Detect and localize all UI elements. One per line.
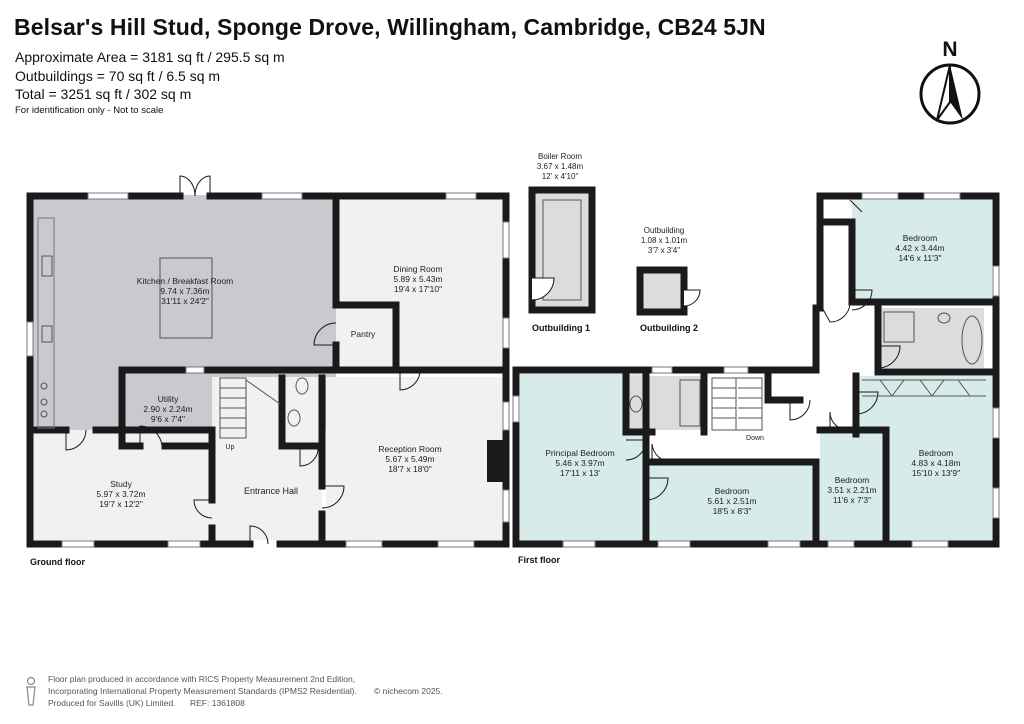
bedroom-3-name: Bedroom	[715, 486, 750, 496]
bedroom-2-name: Bedroom	[903, 233, 938, 243]
bedroom-2-metric: 4.42 x 3.44m	[895, 243, 944, 253]
bedroom-5-metric: 4.83 x 4.18m	[911, 458, 960, 468]
outbuildings-area: Outbuildings = 70 sq ft / 6.5 sq m	[15, 68, 221, 84]
kitchen-name: Kitchen / Breakfast Room	[137, 276, 233, 286]
outbuilding-1-plan: Boiler Room 3.67 x 1.48m 12' x 4'10" Out…	[528, 152, 596, 333]
approximate-area: Approximate Area = 3181 sq ft / 295.5 sq…	[15, 49, 285, 65]
disclaimer: For identification only - Not to scale	[15, 105, 164, 116]
property-title: Belsar's Hill Stud, Sponge Drove, Willin…	[14, 14, 766, 40]
outbuilding-1-label: Outbuilding 1	[532, 323, 590, 333]
kitchen-metric: 9.74 x 7.36m	[160, 286, 209, 296]
bedroom-3-imperial: 18'5 x 8'3"	[713, 506, 752, 516]
outbuilding-name: Outbuilding	[644, 226, 684, 235]
study-name: Study	[110, 479, 132, 489]
boiler-room-name: Boiler Room	[538, 152, 582, 161]
outbuilding-imperial: 3'7 x 3'4"	[648, 246, 680, 255]
principal-bedroom-metric: 5.46 x 3.97m	[555, 458, 604, 468]
utility-name: Utility	[158, 394, 180, 404]
boiler-room-imperial: 12' x 4'10"	[542, 172, 579, 181]
reception-metric: 5.67 x 5.49m	[385, 454, 434, 464]
outbuilding-2-plan: Outbuilding 1.08 x 1.01m 3'7 x 3'4" Outb…	[636, 226, 701, 333]
kitchen-imperial: 31'11 x 24'2"	[161, 296, 209, 306]
kitchen-island	[159, 257, 213, 339]
total-area: Total = 3251 sq ft / 302 sq m	[15, 86, 192, 102]
hall-fill	[212, 377, 322, 540]
utility-metric: 2.90 x 2.24m	[143, 404, 192, 414]
first-stairs-label: Down	[746, 435, 764, 442]
boiler-room-metric: 3.67 x 1.48m	[537, 162, 584, 171]
bedroom-5-name: Bedroom	[919, 448, 954, 458]
first-floor-label: First floor	[518, 555, 560, 565]
reception-name: Reception Room	[378, 444, 441, 454]
utility-imperial: 9'6 x 7'4"	[151, 414, 185, 424]
bedroom-2-imperial: 14'6 x 11'3"	[899, 253, 942, 263]
footer-ref: REF: 1361808	[190, 698, 245, 708]
reception-fill	[326, 377, 504, 540]
entrance-hall-name: Entrance Hall	[244, 486, 298, 496]
pantry-name: Pantry	[351, 329, 376, 339]
principal-bedroom-name: Principal Bedroom	[545, 448, 614, 458]
outbuilding-metric: 1.08 x 1.01m	[641, 236, 688, 245]
ground-floor-plan: Kitchen / Breakfast Room 9.74 x 7.36m 31…	[26, 175, 510, 567]
study-metric: 5.97 x 3.72m	[96, 489, 145, 499]
ground-stairs	[219, 377, 281, 439]
footer-line-3: Produced for Savills (UK) Limited.	[48, 698, 176, 708]
dining-name: Dining Room	[393, 264, 442, 274]
study-imperial: 19'7 x 12'2"	[99, 499, 143, 509]
first-stairs	[711, 377, 763, 431]
person-scale-icon	[26, 676, 36, 706]
bedroom-5-imperial: 15'10 x 13'9"	[912, 468, 960, 478]
bedroom-4-name: Bedroom	[835, 475, 870, 485]
reception-imperial: 18'7 x 18'0"	[388, 464, 432, 474]
dining-metric: 5.89 x 5.43m	[393, 274, 442, 284]
compass-label: N	[942, 38, 957, 61]
first-floor-plan: Bedroom 4.42 x 3.44m 14'6 x 11'3" Princi…	[512, 192, 1000, 565]
ground-stairs-label: Up	[226, 444, 235, 451]
principal-bedroom-imperial: 17'11 x 13'	[560, 468, 600, 478]
ground-floor-label: Ground floor	[30, 557, 85, 567]
footer-line-1: Floor plan produced in accordance with R…	[48, 674, 356, 684]
bedroom-4-imperial: 11'6 x 7'3"	[833, 495, 871, 505]
north-arrow-icon: N	[919, 38, 981, 125]
footer-copyright: © nichecom 2025.	[374, 686, 443, 696]
bedroom-3-metric: 5.61 x 2.51m	[707, 496, 756, 506]
outbuilding-2-label: Outbuilding 2	[640, 323, 698, 333]
dining-imperial: 19'4 x 17'10"	[394, 284, 442, 294]
pantry-fill	[336, 305, 396, 373]
footer-line-2: Incorporating International Property Mea…	[48, 686, 357, 696]
bedroom-4-metric: 3.51 x 2.21m	[827, 485, 876, 495]
